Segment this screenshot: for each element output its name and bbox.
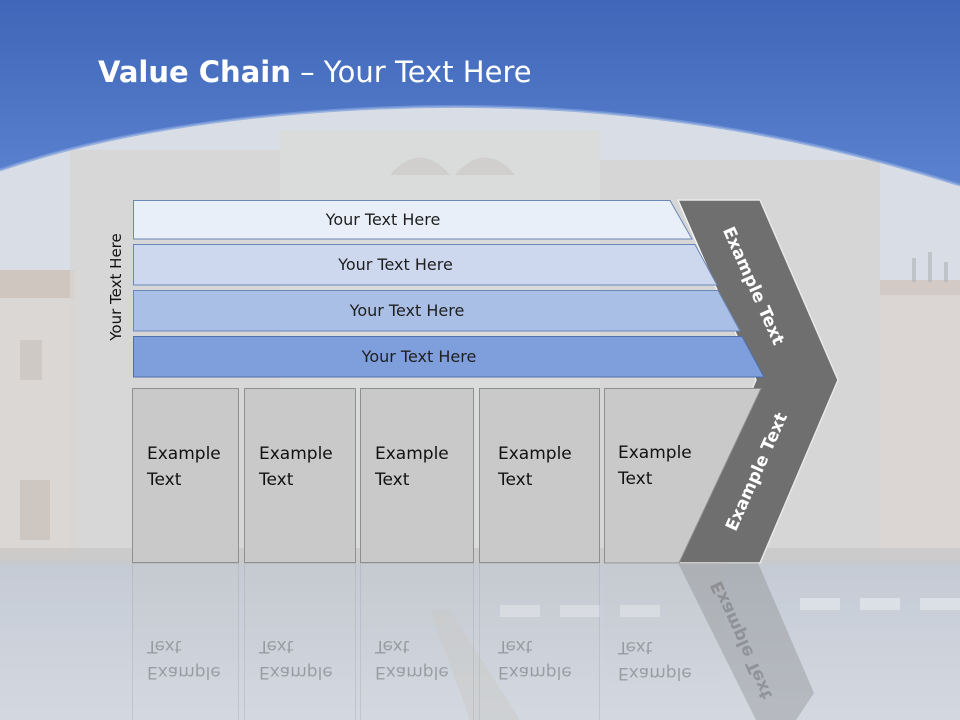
refl-2-line-2: Text (259, 636, 294, 656)
box-3-line-1: Example (375, 444, 449, 464)
refl-2-line-1: Example (259, 662, 333, 682)
refl-3-line-1: Example (375, 662, 449, 682)
row-3-shape (133, 290, 741, 332)
refl-1-line-1: Example (147, 662, 221, 682)
title-rest: – Your Text Here (290, 55, 532, 89)
row-3-label: Your Text Here (349, 301, 465, 320)
box-4-reflection: Example Text (479, 563, 600, 720)
refl-4-line-2: Text (498, 636, 533, 656)
row-4: Your Text Here (133, 336, 765, 378)
row-1: Your Text Here (133, 200, 693, 240)
box-1-line-1: Example (147, 444, 221, 464)
row-2-shape (133, 244, 718, 286)
box-1-line-2: Text (147, 470, 182, 490)
row-3: Your Text Here (133, 290, 741, 332)
box-4-line-1: Example (498, 444, 572, 464)
box-3-line-2: Text (375, 470, 410, 490)
box-3-reflection: Example Text (360, 563, 474, 720)
box-1-reflection: Example Text (132, 563, 239, 720)
row-2-label: Your Text Here (338, 255, 453, 274)
box-4-line-2: Text (498, 470, 533, 490)
row-4-shape (133, 336, 765, 378)
refl-4-line-1: Example (498, 662, 572, 682)
row-1-label: Your Text Here (325, 209, 441, 229)
primary-box-5-shape (604, 388, 762, 564)
row-1-shape (133, 200, 693, 240)
box-2-reflection: Example Text (244, 563, 356, 720)
side-label: Your Text Here (107, 233, 125, 341)
refl-1-line-2: Text (147, 636, 182, 656)
row-4-label: Your Text Here (361, 347, 477, 366)
box-2-line-1: Example (259, 444, 333, 464)
title-bold: Value Chain (98, 55, 291, 89)
refl-3-line-2: Text (375, 636, 410, 656)
row-2: Your Text Here (133, 244, 718, 286)
chevron-reflection (678, 563, 814, 720)
box-5-line-1: Example (618, 443, 692, 463)
box-2-line-2: Text (259, 470, 294, 490)
slide-title: Value Chain – Your Text Here (98, 55, 532, 89)
box-5-line-2: Text (618, 469, 653, 489)
